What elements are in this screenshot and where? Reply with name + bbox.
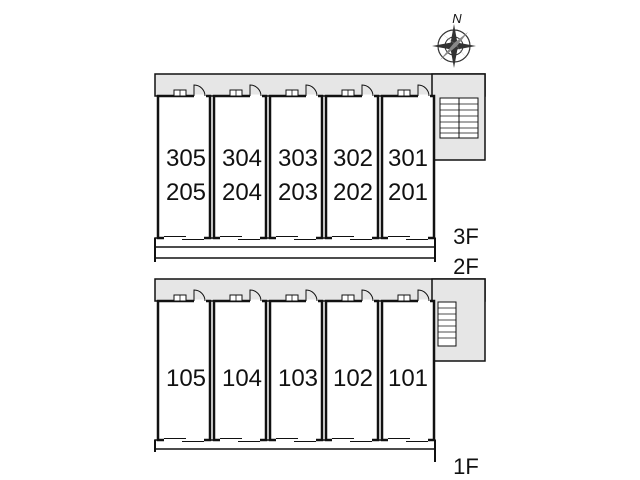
door-icon [193, 84, 206, 98]
unit-number: 103 [278, 365, 318, 392]
upper-unit-cell [380, 84, 436, 240]
window-icon [285, 294, 299, 302]
window-icon [341, 89, 355, 97]
window-icon [397, 89, 411, 97]
upper-unit-labels: 305 205 304 204 303 203 302 202 301 201 [166, 145, 428, 206]
door-icon [417, 84, 430, 98]
window-icon [173, 294, 187, 302]
lower-unit-cell [324, 289, 380, 442]
unit-number: 205 [166, 179, 206, 206]
balcony-door-icon [220, 236, 260, 240]
upper-unit-cell [268, 84, 324, 240]
upper-unit-cell [156, 84, 212, 240]
balcony-door-icon [164, 236, 204, 240]
balcony-door-icon [332, 438, 372, 442]
door-icon [249, 289, 262, 303]
door-icon [305, 289, 318, 303]
balcony-door-icon [332, 236, 372, 240]
lower-unit-cell [268, 289, 324, 442]
lower-unit-cell [212, 289, 268, 442]
unit-number: 104 [222, 365, 262, 392]
unit-number: 101 [388, 365, 428, 392]
unit-number: 204 [222, 179, 262, 206]
compass-rose-icon [432, 24, 476, 68]
unit-number: 105 [166, 365, 206, 392]
balcony-door-icon [276, 438, 316, 442]
balcony-door-icon [164, 438, 204, 442]
floor-label-2f: 2F [453, 254, 479, 279]
window-icon [341, 294, 355, 302]
upper-stairs [439, 97, 479, 139]
unit-number: 302 [333, 145, 373, 172]
lower-unit-cell [156, 289, 212, 442]
unit-number: 304 [222, 145, 262, 172]
window-icon [397, 294, 411, 302]
balcony-door-icon [388, 438, 428, 442]
upper-building: 305 205 304 204 303 203 302 202 301 201 … [154, 73, 486, 279]
lower-unit-cell [380, 289, 436, 442]
window-icon [173, 89, 187, 97]
unit-number: 203 [278, 179, 318, 206]
door-icon [361, 84, 374, 98]
upper-unit-cell [212, 84, 268, 240]
door-icon [305, 84, 318, 98]
balcony-door-icon [220, 438, 260, 442]
window-icon [229, 294, 243, 302]
upper-unit-cell [324, 84, 380, 240]
unit-number: 305 [166, 145, 206, 172]
door-icon [193, 289, 206, 303]
door-icon [361, 289, 374, 303]
balcony-door-icon [388, 236, 428, 240]
unit-number: 102 [333, 365, 373, 392]
unit-number: 303 [278, 145, 318, 172]
unit-number: 202 [333, 179, 373, 206]
lower-unit-labels: 105 104 103 102 101 [166, 365, 428, 392]
compass-north-label: N [452, 11, 462, 26]
window-icon [229, 89, 243, 97]
unit-number: 301 [388, 145, 428, 172]
compass: N [432, 11, 476, 68]
lower-building: 105 104 103 102 101 1F [154, 278, 486, 479]
floor-label-3f: 3F [453, 224, 479, 249]
door-icon [417, 289, 430, 303]
floor-label-1f: 1F [453, 454, 479, 479]
unit-number: 201 [388, 179, 428, 206]
lower-stairs [437, 301, 457, 347]
door-icon [249, 84, 262, 98]
window-icon [285, 89, 299, 97]
balcony-door-icon [276, 236, 316, 240]
